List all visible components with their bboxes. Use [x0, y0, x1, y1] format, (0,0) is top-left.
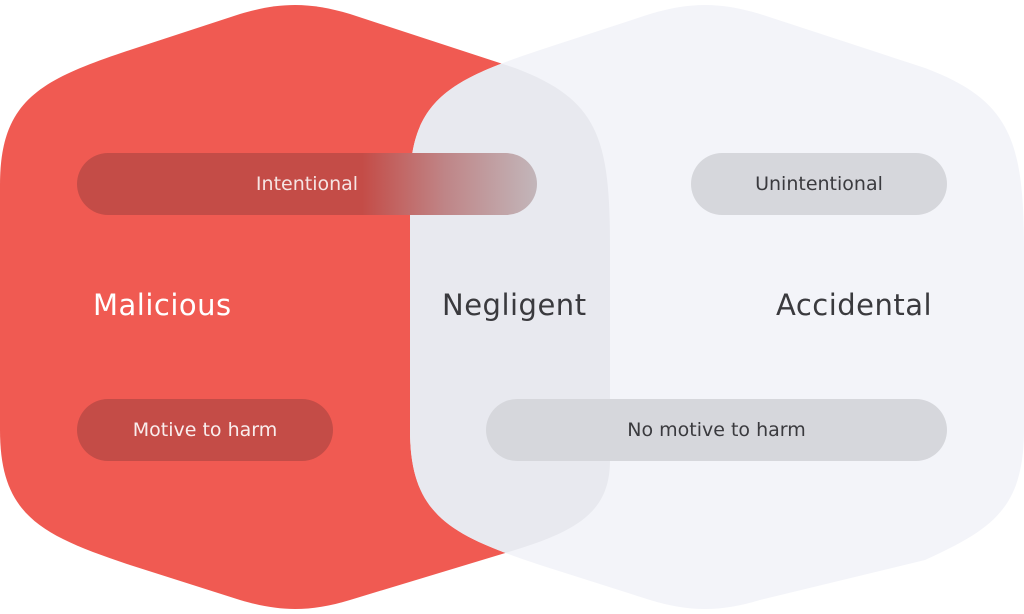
negligent-label: Negligent — [442, 288, 587, 322]
intentional-label: Intentional — [255, 173, 359, 195]
motive-label: Motive to harm — [132, 419, 278, 441]
no-motive-label: No motive to harm — [627, 419, 806, 441]
accidental-label: Accidental — [776, 288, 933, 322]
motive-pill — [77, 399, 333, 461]
malicious-label: Malicious — [93, 288, 232, 322]
intentional-pill — [77, 153, 537, 215]
unintentional-label: Unintentional — [755, 173, 883, 195]
no-motive-pill — [486, 399, 947, 461]
unintentional-pill — [691, 153, 947, 215]
